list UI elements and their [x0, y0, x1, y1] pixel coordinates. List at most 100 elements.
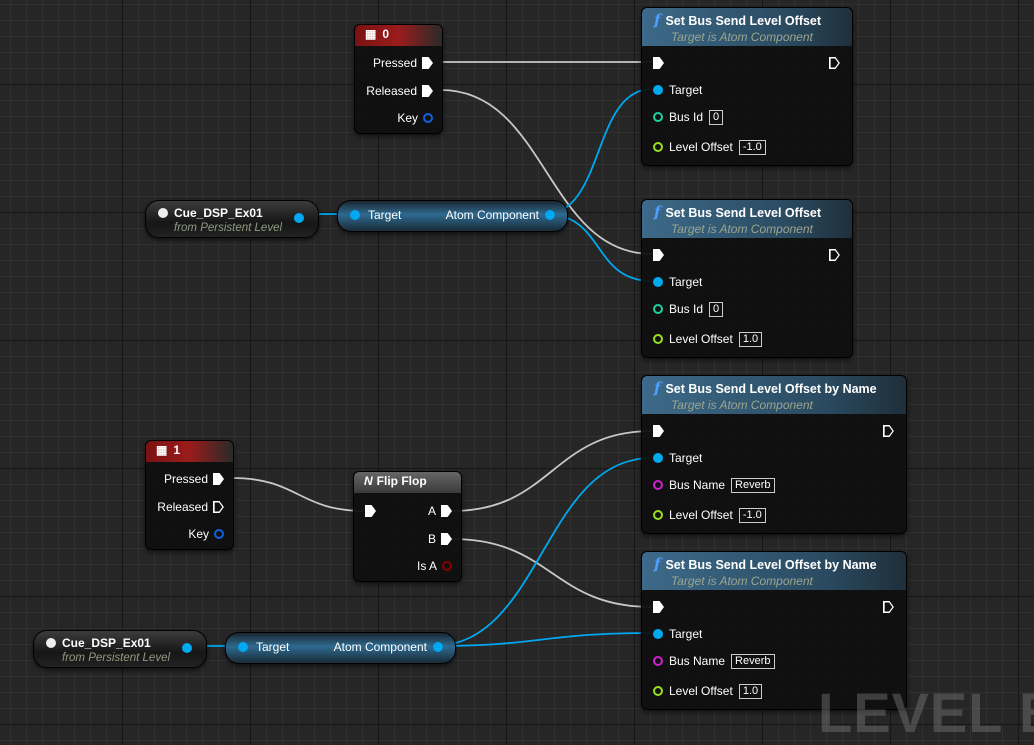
- exec-pin-icon[interactable]: [422, 57, 433, 69]
- target-pin[interactable]: Target: [653, 626, 702, 642]
- level-offset-pin[interactable]: Level Offset 1.0: [653, 331, 763, 347]
- float-pin-icon[interactable]: [653, 686, 663, 696]
- pin-label: Target: [368, 208, 402, 222]
- object-out-pin[interactable]: [294, 213, 304, 223]
- get-atom-component-node[interactable]: Target Atom Component: [337, 200, 568, 232]
- pin-label: Released: [157, 500, 208, 514]
- param-pin-icon[interactable]: [653, 112, 663, 122]
- node-title: Set Bus Send Level Offset by Name: [665, 558, 877, 572]
- exec-out-pin[interactable]: [829, 249, 840, 261]
- target-pin[interactable]: Target: [350, 207, 401, 223]
- pin-label: Target: [669, 83, 703, 97]
- pin-key[interactable]: Key: [188, 526, 224, 542]
- target-pin[interactable]: Target: [653, 82, 702, 98]
- exec-out-pin[interactable]: [883, 601, 894, 613]
- param-pin-icon[interactable]: [653, 656, 663, 666]
- pin-is-a[interactable]: Is A: [417, 558, 452, 574]
- exec-pin-icon[interactable]: [213, 473, 224, 485]
- exec-in-pin[interactable]: [653, 249, 664, 261]
- exec-out-pin-icon[interactable]: [441, 533, 452, 545]
- bool-pin-icon[interactable]: [442, 561, 452, 571]
- pin-pressed[interactable]: Pressed: [164, 471, 224, 487]
- function-icon: f: [654, 379, 661, 397]
- object-pin-icon[interactable]: [433, 642, 443, 652]
- actor-name: Cue_DSP_Ex01: [174, 206, 263, 220]
- pin-a[interactable]: A: [428, 503, 452, 519]
- object-pin-icon[interactable]: [238, 642, 248, 652]
- level-offset-input[interactable]: -1.0: [738, 507, 766, 523]
- pin-label: Released: [366, 84, 417, 98]
- level-offset-input[interactable]: 1.0: [738, 683, 763, 699]
- node-subtitle: Target is Atom Component: [671, 222, 813, 236]
- level-offset-input[interactable]: 1.0: [738, 331, 763, 347]
- object-pin-icon[interactable]: [653, 453, 663, 463]
- param-value-input[interactable]: Reverb: [731, 477, 775, 493]
- object-pin-icon[interactable]: [653, 277, 663, 287]
- level-offset-input[interactable]: -1.0: [738, 139, 766, 155]
- keyboard-icon: ▦: [365, 27, 377, 41]
- level-offset-pin[interactable]: Level Offset-1.0: [653, 507, 766, 523]
- pin-label: Target: [669, 275, 703, 289]
- exec-in-pin[interactable]: [653, 425, 664, 437]
- float-pin-icon[interactable]: [653, 142, 663, 152]
- param-pin[interactable]: Bus Name Reverb: [653, 653, 775, 669]
- exec-out-pin[interactable]: [883, 425, 894, 437]
- exec-pin-icon[interactable]: [213, 501, 224, 513]
- target-pin[interactable]: Target: [653, 274, 702, 290]
- exec-in-pin[interactable]: [365, 505, 376, 517]
- object-pin-icon[interactable]: [545, 210, 555, 220]
- param-pin-icon[interactable]: [653, 480, 663, 490]
- pin-label: B: [427, 532, 436, 546]
- object-out-pin[interactable]: [182, 643, 192, 653]
- actor-name-row: Cue_DSP_Ex01: [46, 635, 151, 651]
- pin-label: Bus Name: [669, 654, 726, 668]
- key-pin-icon[interactable]: [423, 113, 433, 123]
- param-pin-icon[interactable]: [653, 304, 663, 314]
- object-pin-icon[interactable]: [653, 629, 663, 639]
- float-pin-icon[interactable]: [653, 334, 663, 344]
- exec-in-pin[interactable]: [653, 601, 664, 613]
- object-pin-icon[interactable]: [653, 85, 663, 95]
- float-pin-icon[interactable]: [653, 510, 663, 520]
- exec-wire: [451, 430, 653, 512]
- pin-released[interactable]: Released: [366, 83, 433, 99]
- get-atom-component-node[interactable]: Target Atom Component: [225, 632, 456, 664]
- node-header: ▦0: [355, 25, 442, 46]
- exec-out-pin-icon[interactable]: [441, 505, 452, 517]
- target-pin[interactable]: Target: [238, 639, 289, 655]
- atom-component-pin[interactable]: Atom Component: [334, 639, 443, 655]
- pin-key[interactable]: Key: [397, 110, 433, 126]
- pin-released[interactable]: Released: [157, 499, 224, 515]
- pin-label: Key: [188, 527, 209, 541]
- param-value-input[interactable]: Reverb: [731, 653, 775, 669]
- level-offset-pin[interactable]: Level Offset-1.0: [653, 139, 766, 155]
- pin-pressed[interactable]: Pressed: [373, 55, 433, 71]
- pin-label: A: [427, 504, 436, 518]
- exec-pin-icon[interactable]: [422, 85, 433, 97]
- pin-b[interactable]: B: [428, 531, 452, 547]
- pin-label: Level Offset: [669, 332, 733, 346]
- pin-label: Target: [256, 640, 290, 654]
- target-pin[interactable]: Target: [653, 450, 702, 466]
- param-value-input[interactable]: 0: [709, 301, 724, 317]
- param-value-input[interactable]: 0: [709, 109, 724, 125]
- exec-out-pin[interactable]: [829, 57, 840, 69]
- atom-component-pin[interactable]: Atom Component: [446, 207, 555, 223]
- key-pin-icon[interactable]: [214, 529, 224, 539]
- exec-in-pin[interactable]: [653, 57, 664, 69]
- object-pin-icon[interactable]: [350, 210, 360, 220]
